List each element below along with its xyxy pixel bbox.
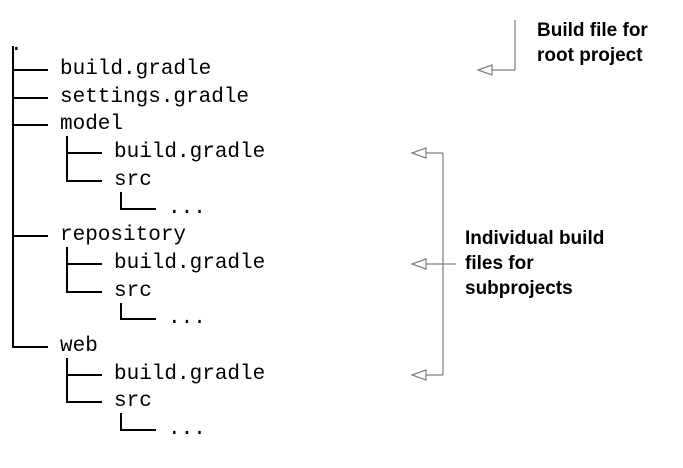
tree-branch-connector xyxy=(12,124,48,127)
tree-branch-connector xyxy=(12,69,48,71)
tree-item-label: repository xyxy=(60,224,187,248)
tree-item-label: settings.gradle xyxy=(60,85,250,109)
tree-branch-connector xyxy=(120,429,156,432)
tree-vertical-guide xyxy=(12,46,14,348)
tree-item-label: build.gradle xyxy=(114,251,266,275)
tree-branch-connector xyxy=(66,262,102,265)
tree-branch-connector xyxy=(12,96,48,99)
tree-item-label: src xyxy=(114,390,152,414)
tree-item-label: build.gradle xyxy=(60,58,212,81)
tree-branch-connector xyxy=(66,373,102,376)
tree-item-label: src xyxy=(114,279,152,303)
root-arrow-head xyxy=(476,64,493,76)
tree-branch-connector xyxy=(120,318,156,321)
tree-branch-connector xyxy=(120,207,156,210)
subproject-arrow-head-web xyxy=(410,369,427,381)
tree-branch-connector xyxy=(66,179,102,182)
subproject-arrow-head-model xyxy=(410,147,427,159)
subproject-build-files-note: Individual build files for subprojects xyxy=(465,228,605,299)
tree-branch-connector xyxy=(12,346,48,348)
tree-item-label: web xyxy=(60,335,98,358)
subproject-arrow-head-repository xyxy=(410,258,427,270)
tree-vertical-guide xyxy=(120,302,122,321)
tree-item-label: build.gradle xyxy=(114,141,266,165)
tree-vertical-guide xyxy=(120,191,122,210)
tree-item-label: model xyxy=(60,113,124,137)
tree-vertical-guide xyxy=(66,358,68,404)
tree-vertical-guide xyxy=(120,413,122,432)
tree-branch-connector xyxy=(66,290,102,293)
tree-item-label: build.gradle xyxy=(114,362,266,386)
tree-item-label: ... xyxy=(168,307,206,331)
tree-item-label: ... xyxy=(168,196,206,220)
tree-vertical-guide xyxy=(66,247,68,293)
tree-branch-connector xyxy=(12,235,48,238)
tree-vertical-guide xyxy=(66,136,68,182)
tree-branch-connector xyxy=(66,401,102,404)
tree-branch-connector xyxy=(66,152,102,155)
tree-item-label: src xyxy=(114,168,152,192)
tree-item-label: ... xyxy=(168,418,206,442)
root-build-file-note: Build file for root project xyxy=(537,20,648,66)
